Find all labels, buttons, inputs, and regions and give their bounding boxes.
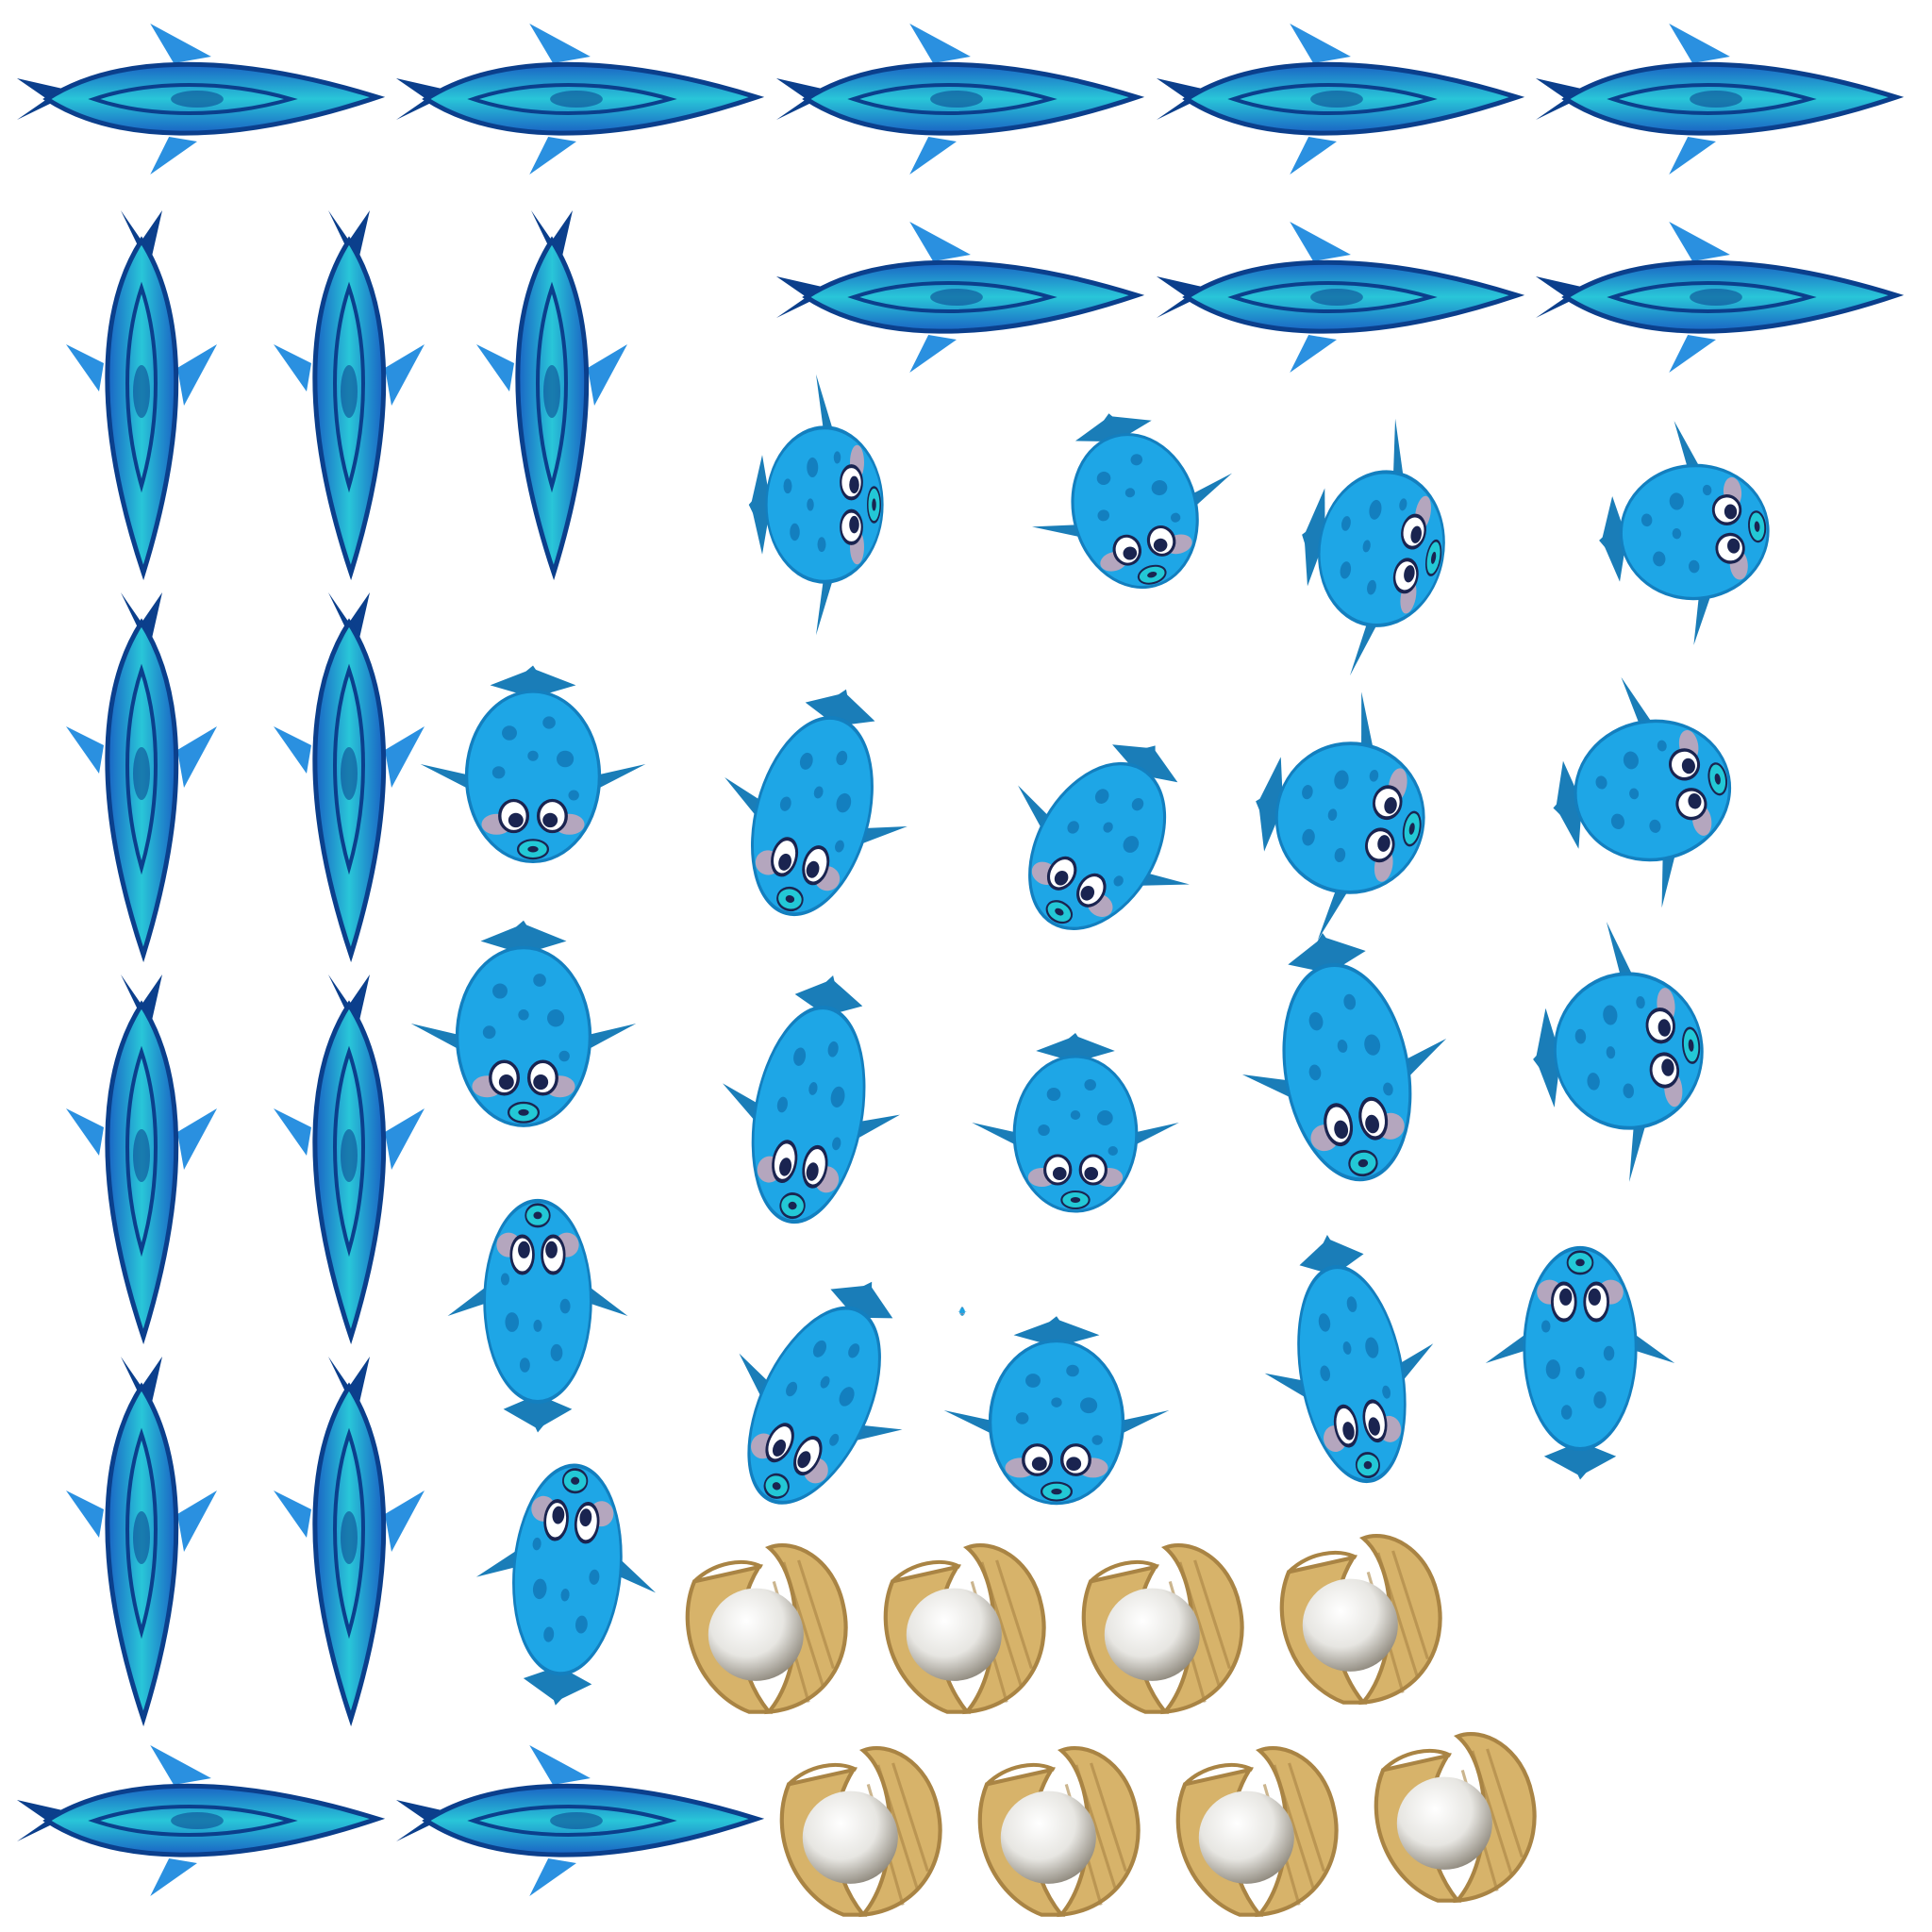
shark-sprite [255,585,443,963]
shark-sprite [769,203,1145,391]
spotted-fish-sprite [1517,908,1720,1195]
shark-sprite [458,203,646,581]
shark-sprite [9,1726,386,1915]
shark-sprite [47,1349,236,1727]
spotted-fish-sprite [1214,908,1474,1206]
spotted-fish-sprite [967,1028,1184,1217]
clam-pearl-sprite [1363,1712,1552,1915]
shark-sprite [389,5,765,193]
spotted-fish-sprite [939,1311,1174,1509]
shark-sprite [1528,203,1905,391]
spotted-fish-sprite [1481,1241,1679,1486]
spotted-fish-sprite [1584,408,1783,658]
spotted-fish-sprite [1527,656,1756,930]
clam-pearl-sprite [967,1726,1156,1929]
shark-sprite [47,967,236,1345]
spotted-fish-sprite [1003,381,1261,620]
spotted-fish-sprite [443,1193,632,1439]
spotted-fish-sprite [745,368,887,641]
shark-sprite [1149,203,1525,391]
shark-sprite [9,5,386,193]
shark-sprite [47,203,236,581]
spotted-fish-sprite [461,1450,672,1720]
shark-sprite [255,967,443,1345]
shark-sprite [47,585,236,963]
spotted-fish-sprite [1238,1213,1460,1505]
clam-pearl-sprite [873,1524,1061,1726]
spotted-fish-sprite [1228,671,1451,962]
shark-sprite [255,203,443,581]
spotted-fish-sprite [959,689,1248,980]
spotted-fish-sprite [415,660,651,868]
clam-pearl-sprite [1165,1726,1354,1929]
shark-sprite [389,1726,765,1915]
clam-pearl-sprite [1071,1524,1259,1726]
shark-sprite [769,5,1145,193]
shark-sprite [255,1349,443,1727]
shark-sprite [1149,5,1525,193]
clam-pearl-sprite [1269,1514,1457,1717]
spotted-fish-sprite [406,915,641,1132]
spotted-fish-sprite [695,953,927,1245]
clam-pearl-sprite [769,1726,958,1929]
spotted-fish-sprite [689,658,943,945]
spotted-fish-sprite [1274,399,1471,694]
shark-sprite [1528,5,1905,193]
spotted-fish-sprite [958,1307,967,1316]
clam-pearl-sprite [675,1524,863,1726]
spotted-fish-sprite [681,1236,959,1546]
